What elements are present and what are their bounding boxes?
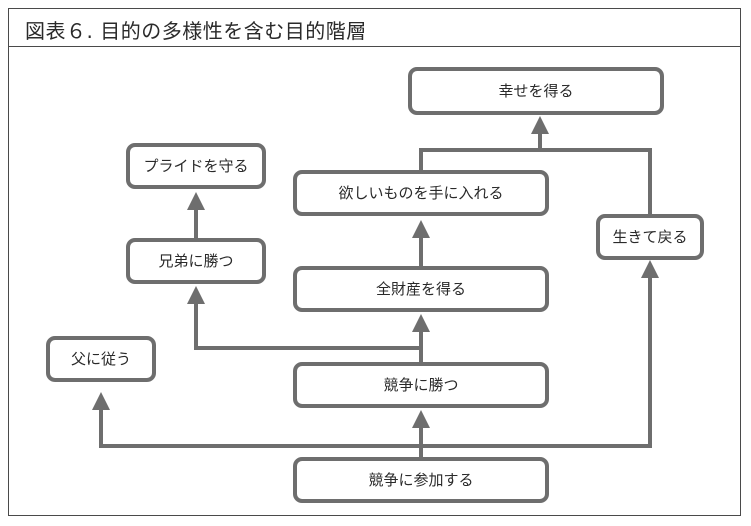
node-join-competition-label: 競争に参加する (368, 471, 473, 489)
node-want-label: 欲しいものを手に入れる (338, 184, 503, 202)
node-all-wealth-label: 全財産を得る (376, 280, 466, 298)
edge-win-to-all-wealth (412, 314, 430, 362)
node-beat-brother-label: 兄弟に勝つ (158, 252, 233, 270)
node-join-competition: 競争に参加する (293, 457, 549, 503)
edge-join-to-live-return (421, 260, 659, 448)
title-bar: 図表６. 目的の多様性を含む目的階層 (9, 9, 740, 47)
node-live-return-label: 生きて戻る (612, 228, 687, 246)
node-obey-father: 父に従う (46, 336, 156, 382)
node-win-competition: 競争に勝つ (293, 362, 549, 408)
node-pride-label: プライドを守る (143, 157, 248, 175)
edge-join-to-win (412, 410, 430, 457)
node-pride: プライドを守る (126, 143, 266, 189)
node-want: 欲しいものを手に入れる (293, 170, 549, 216)
node-all-wealth: 全財産を得る (293, 266, 549, 312)
node-live-return: 生きて戻る (596, 214, 704, 260)
edge-live-return-to-happiness (540, 148, 652, 215)
figure-title: 図表６. 目的の多様性を含む目的階層 (25, 19, 367, 43)
edge-win-to-beat-brother (187, 286, 421, 350)
node-beat-brother: 兄弟に勝つ (126, 238, 266, 284)
node-win-competition-label: 競争に勝つ (383, 376, 458, 394)
edge-join-to-obey-father (92, 392, 421, 448)
edge-want-to-happiness (419, 116, 549, 170)
node-happiness-label: 幸せを得る (498, 82, 573, 100)
node-obey-father-label: 父に従う (71, 350, 131, 368)
node-happiness: 幸せを得る (408, 67, 664, 115)
edge-all-wealth-to-want (412, 220, 430, 266)
edge-beat-brother-to-pride (187, 192, 205, 238)
